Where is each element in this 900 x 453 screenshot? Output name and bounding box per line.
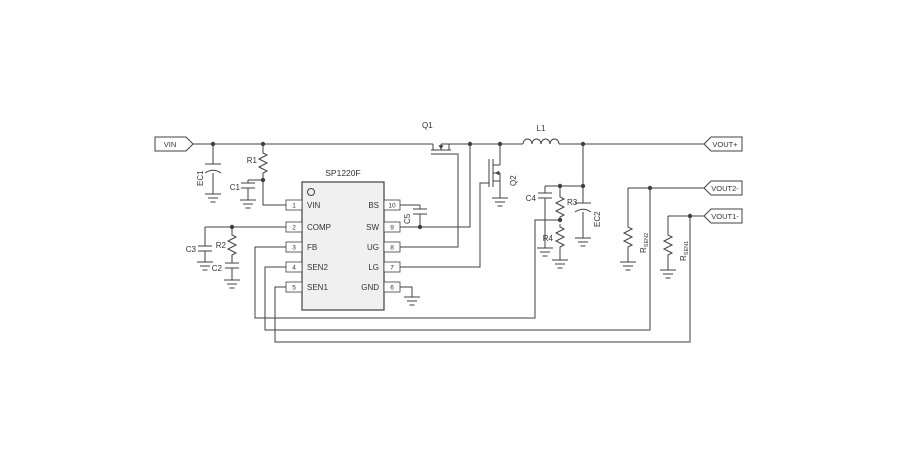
pin-name-lg: LG	[368, 263, 379, 272]
capacitor-c5	[412, 208, 428, 215]
r3-label: R3	[567, 198, 578, 207]
rsen1-label: RSEN1	[679, 241, 690, 261]
capacitor-ec1	[204, 163, 222, 174]
ground-c2	[223, 279, 241, 289]
pin-name-sw: SW	[366, 223, 379, 232]
vin-label: VIN	[164, 140, 177, 149]
ground-ec2	[574, 237, 592, 247]
pin-num-5: 5	[292, 285, 296, 292]
ground-c3	[196, 261, 214, 271]
pin-box-6	[383, 281, 401, 293]
r2-label: R2	[216, 241, 227, 250]
mosfet-q2	[488, 159, 500, 187]
pin-box-4	[285, 261, 303, 273]
inductor-l1	[522, 138, 560, 145]
q1-label: Q1	[422, 121, 433, 130]
ground-symbols	[196, 193, 677, 306]
resistor-r2	[227, 231, 237, 259]
pin-name-fb: FB	[307, 243, 317, 252]
pin-name-comp: COMP	[307, 223, 331, 232]
rsen2-sub: SEN2	[644, 233, 650, 247]
capacitor-c3	[197, 245, 213, 252]
resistor-r1	[258, 149, 268, 177]
ec2-label: EC2	[593, 211, 602, 227]
capacitor-c2	[224, 262, 240, 269]
pin-box-3	[285, 241, 303, 253]
pin-name-sen2: SEN2	[307, 263, 328, 272]
pin-name-sen1: SEN1	[307, 283, 328, 292]
ground-ec1	[204, 193, 222, 203]
net-flag-vout-plus: VOUT+	[703, 136, 743, 152]
pin-box-5	[285, 281, 303, 293]
pin-name-bs: BS	[368, 201, 379, 210]
vout-plus-label: VOUT+	[712, 140, 738, 149]
c1-label: C1	[230, 183, 241, 192]
ec1-label: EC1	[196, 170, 205, 186]
ground-ic	[403, 296, 421, 306]
r4-label: R4	[543, 234, 554, 243]
rsen1-sub: SEN1	[684, 241, 690, 255]
net-flag-vout2-minus: VOUT2-	[703, 180, 743, 196]
net-flag-vin: VIN	[154, 136, 194, 152]
net-flag-vout1-minus: VOUT1-	[703, 208, 743, 224]
pin-num-1: 1	[292, 203, 296, 210]
ic-body	[301, 181, 385, 311]
resistor-r4	[555, 223, 565, 251]
pin-num-10: 10	[388, 203, 396, 210]
pin-num-7: 7	[390, 265, 394, 272]
rsen2-label: RSEN2	[639, 233, 650, 253]
ic-sp1220f: SP1220F 1 2 3 4 5 10 9 8 7 6 VIN COMP FB…	[285, 168, 401, 311]
capacitor-c1	[240, 182, 256, 189]
rsen1-prefix: R	[679, 255, 688, 261]
pin-box-9	[383, 221, 401, 233]
mosfet-q1	[431, 143, 451, 155]
rsen2-prefix: R	[639, 247, 648, 253]
q2-label: Q2	[509, 175, 518, 186]
ground-rsen2	[619, 261, 637, 271]
ground-rsen1	[659, 269, 677, 279]
l1-label: L1	[537, 124, 546, 133]
capacitor-ec2	[574, 202, 592, 213]
ground-q2	[491, 197, 509, 207]
pin-name-ug: UG	[367, 243, 379, 252]
pin-box-8	[383, 241, 401, 253]
vout1-minus-label: VOUT1-	[711, 212, 739, 221]
pin-num-2: 2	[292, 225, 296, 232]
r1-label: R1	[247, 156, 258, 165]
vout2-minus-label: VOUT2-	[711, 184, 739, 193]
resistor-rsen2	[623, 223, 633, 251]
pin-num-4: 4	[292, 265, 296, 272]
c5-label: C5	[403, 213, 412, 224]
pin-box-2	[285, 221, 303, 233]
component-labels: EC1 C1 R1 C3 R2 C2 C5 Q1 Q2 L1 C4 R3 R4 …	[186, 121, 690, 273]
pin-name-gnd: GND	[361, 283, 379, 292]
c4-label: C4	[526, 194, 537, 203]
ground-c4	[536, 247, 554, 257]
ground-c1	[239, 199, 257, 209]
pin-box-10	[383, 199, 401, 211]
pin-num-3: 3	[292, 245, 296, 252]
capacitor-c4	[537, 192, 553, 199]
resistor-r3	[555, 193, 565, 221]
resistor-rsen1	[663, 231, 673, 259]
pin1-indicator	[307, 188, 315, 196]
c2-label: C2	[212, 264, 223, 273]
pin-box-7	[383, 261, 401, 273]
wires	[193, 143, 704, 343]
pin-box-1	[285, 199, 303, 211]
ground-r4	[551, 259, 569, 269]
c3-label: C3	[186, 245, 197, 254]
ic-title: SP1220F	[325, 168, 360, 178]
pin-num-9: 9	[390, 225, 394, 232]
pin-num-8: 8	[390, 245, 394, 252]
pin-name-vin: VIN	[307, 201, 321, 210]
pin-num-6: 6	[390, 285, 394, 292]
junction-dots	[210, 141, 693, 230]
